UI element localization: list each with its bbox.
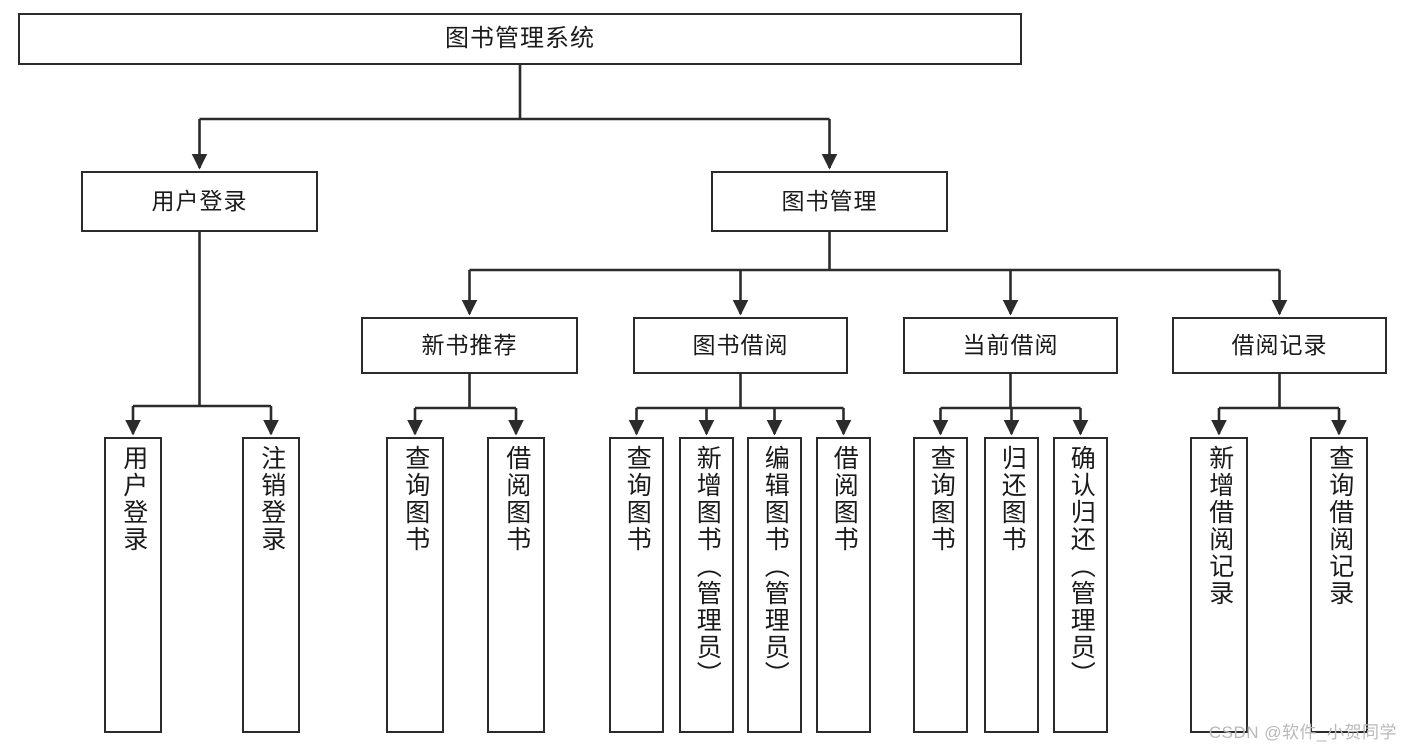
node-book-borrow-label: 图书借阅 xyxy=(692,331,789,358)
leaf-recommend-query-book-label: 查询图书 xyxy=(401,445,430,553)
leaf-borrow-edit-book-label: 编辑图书（管理员） xyxy=(761,445,790,688)
leaf-borrow-borrow-book-label: 借阅图书 xyxy=(830,445,859,553)
leaf-current-query-book[interactable]: 查询图书 xyxy=(913,437,968,733)
leaf-record-query[interactable]: 查询借阅记录 xyxy=(1310,437,1368,733)
node-current-borrow-label: 当前借阅 xyxy=(962,331,1059,358)
leaf-current-confirm-return-label: 确认归还（管理员） xyxy=(1067,445,1096,688)
watermark: CSDN @软件_小贺同学 xyxy=(1208,723,1397,742)
leaf-current-return-book[interactable]: 归还图书 xyxy=(984,437,1039,733)
node-new-book-recommend-label: 新书推荐 xyxy=(421,331,518,358)
leaf-borrow-borrow-book[interactable]: 借阅图书 xyxy=(816,437,871,733)
node-user-login-label: 用户登录 xyxy=(151,187,248,214)
leaf-borrow-add-book-label: 新增图书（管理员） xyxy=(693,445,722,688)
leaf-borrow-edit-book[interactable]: 编辑图书（管理员） xyxy=(747,437,802,733)
leaf-current-query-book-label: 查询图书 xyxy=(927,445,956,553)
node-book-manage-label: 图书管理 xyxy=(781,187,878,214)
node-borrow-record[interactable]: 借阅记录 xyxy=(1172,317,1387,374)
node-root-label: 图书管理系统 xyxy=(445,24,595,52)
leaf-user-logout[interactable]: 注销登录 xyxy=(242,437,300,733)
node-user-login[interactable]: 用户登录 xyxy=(81,171,318,232)
leaf-borrow-query-book-label: 查询图书 xyxy=(623,445,652,553)
leaf-user-login-label: 用户登录 xyxy=(119,445,148,553)
leaf-user-logout-label: 注销登录 xyxy=(257,445,286,553)
leaf-record-add[interactable]: 新增借阅记录 xyxy=(1190,437,1248,733)
node-root[interactable]: 图书管理系统 xyxy=(18,13,1022,65)
leaf-borrow-add-book[interactable]: 新增图书（管理员） xyxy=(679,437,734,733)
node-book-manage[interactable]: 图书管理 xyxy=(711,171,948,232)
node-current-borrow[interactable]: 当前借阅 xyxy=(903,317,1118,374)
node-borrow-record-label: 借阅记录 xyxy=(1231,331,1328,358)
node-book-borrow[interactable]: 图书借阅 xyxy=(633,317,848,374)
leaf-user-login[interactable]: 用户登录 xyxy=(104,437,162,733)
leaf-record-add-label: 新增借阅记录 xyxy=(1205,445,1234,607)
leaf-borrow-query-book[interactable]: 查询图书 xyxy=(609,437,664,733)
leaf-recommend-borrow-book-label: 借阅图书 xyxy=(502,445,531,553)
node-new-book-recommend[interactable]: 新书推荐 xyxy=(361,317,578,374)
leaf-recommend-query-book[interactable]: 查询图书 xyxy=(386,437,444,733)
leaf-record-query-label: 查询借阅记录 xyxy=(1325,445,1354,607)
leaf-current-confirm-return[interactable]: 确认归还（管理员） xyxy=(1053,437,1108,733)
leaf-recommend-borrow-book[interactable]: 借阅图书 xyxy=(487,437,545,733)
leaf-current-return-book-label: 归还图书 xyxy=(998,445,1027,553)
